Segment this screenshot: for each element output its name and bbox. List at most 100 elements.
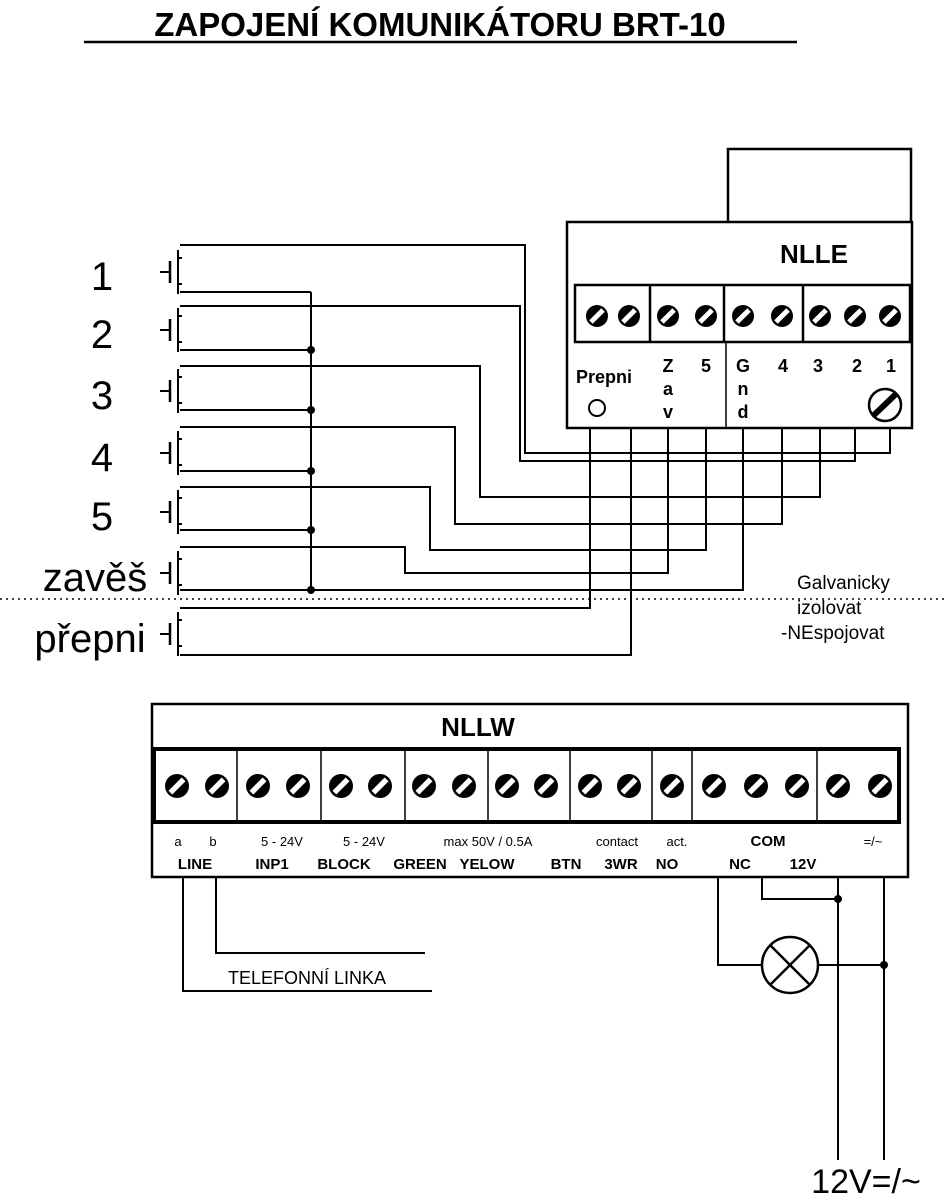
nllw-terminal-screw-icon — [578, 774, 602, 798]
wire-gnd — [311, 428, 744, 591]
galvanic-note-line3: -NEspojovat — [781, 623, 885, 644]
wire-button-4 — [180, 426, 783, 525]
phone-line-wires — [182, 877, 432, 992]
nllw-terminal-screw-icon — [452, 774, 476, 798]
push-button-4: 4 — [91, 431, 182, 480]
nlle-terminal-screw-icon — [657, 305, 679, 327]
nlle-label-n: n — [738, 379, 749, 399]
nlle-terminal-strip — [573, 283, 912, 344]
nlle-terminal-screw-icon — [844, 305, 866, 327]
supply-voltage-label: 12V=/~ — [811, 1163, 921, 1201]
push-buttons: 1 2 3 4 5 zavěš přepni — [34, 250, 182, 661]
diagram-title: ZAPOJENÍ KOMUNIKÁTORU BRT-10 — [154, 6, 725, 43]
push-button-5: 5 — [91, 490, 182, 539]
signal-wires — [180, 244, 891, 656]
wire-button-5 — [180, 428, 707, 551]
nllw-terminal-screw-icon — [744, 774, 768, 798]
nlle-terminal-screw-icon — [695, 305, 717, 327]
galvanic-note-line2: izolovat — [797, 598, 862, 619]
nlle-name: NLLE — [780, 239, 848, 269]
nllw-label-block: BLOCK — [317, 856, 370, 873]
nllw-label-12v: 12V — [790, 856, 817, 873]
nllw-top-com: COM — [751, 833, 786, 850]
nllw-terminal-screw-icon — [868, 774, 892, 798]
nllw-name: NLLW — [441, 712, 515, 742]
nlle-terminal-screw-icon — [879, 305, 901, 327]
nllw-label-inp1: INP1 — [255, 856, 288, 873]
prepni-led-icon — [588, 399, 606, 417]
button-label: 3 — [91, 374, 113, 418]
galvanic-note-line1: Galvanicky — [797, 573, 890, 594]
button-label: 1 — [91, 255, 113, 299]
button-label: zavěš — [43, 556, 148, 600]
nllw-terminal-screw-icon — [534, 774, 558, 798]
wire-button-3 — [180, 365, 821, 498]
nlle-label-g: G — [736, 356, 750, 376]
nllw-dividers — [236, 749, 818, 822]
supply-wires — [717, 877, 885, 1160]
push-button-icon — [160, 490, 182, 534]
nllw-top-act: act. — [667, 834, 688, 849]
wire-button-7 — [180, 428, 591, 609]
push-button-1: 1 — [91, 250, 182, 299]
nllw-terminal-screw-icon — [660, 774, 684, 798]
push-button-2: 2 — [91, 308, 182, 357]
phone-line-label: TELEFONNÍ LINKA — [228, 968, 386, 988]
nlle-label-a: a — [663, 379, 674, 399]
lamp-icon — [760, 935, 820, 995]
nllw-terminal-strip — [152, 747, 901, 824]
push-button-6: zavěš — [43, 551, 182, 600]
nllw-terminal-screw-icon — [205, 774, 229, 798]
nlle-label-5: 5 — [701, 356, 711, 376]
nlle-terminal-screw-icon — [618, 305, 640, 327]
nllw-terminal-screw-icon — [495, 774, 519, 798]
wire-button-6 — [180, 428, 669, 574]
nlle-screws — [586, 305, 901, 327]
nllw-label-line: LINE — [178, 856, 212, 873]
push-button-icon — [160, 551, 182, 595]
nlle-label-z: Z — [663, 356, 674, 376]
nllw-top-a: a — [174, 834, 182, 849]
nlle-label-prepni: Prepni — [576, 367, 632, 387]
nlle-label-4: 4 — [778, 356, 788, 376]
nllw-top-b: b — [209, 834, 216, 849]
nllw-top-contact: contact — [596, 834, 638, 849]
nllw-top-ac-dc: =/~ — [864, 834, 883, 849]
nllw-terminal-screw-icon — [785, 774, 809, 798]
push-button-7: přepni — [34, 612, 182, 661]
junction-dot-lamp — [880, 961, 888, 969]
nlle-terminal-screw-icon — [732, 305, 754, 327]
wire-button-2 — [180, 305, 856, 462]
nllw-top-block-voltage: 5 - 24V — [343, 834, 385, 849]
nllw-module — [150, 702, 910, 879]
nllw-terminal-screw-icon — [412, 774, 436, 798]
nllw-screws — [165, 774, 892, 798]
nlle-label-v: v — [663, 402, 673, 422]
push-button-icon — [160, 431, 182, 475]
nlle-label-1: 1 — [886, 356, 896, 376]
nllw-top-max-current: max 50V / 0.5A — [444, 834, 533, 849]
nllw-terminal-screw-icon — [617, 774, 641, 798]
nllw-label-3wr: 3WR — [604, 856, 638, 873]
nllw-top-inp1-voltage: 5 - 24V — [261, 834, 303, 849]
wire-button-1 — [180, 244, 891, 454]
nllw-label-green: GREEN — [393, 856, 446, 873]
button-label: 2 — [91, 313, 113, 357]
nlle-terminal-screw-icon — [771, 305, 793, 327]
push-button-3: 3 — [91, 369, 182, 418]
nllw-label-btn: BTN — [551, 856, 582, 873]
wire-prepni-return — [180, 428, 632, 656]
button-label: 4 — [91, 436, 113, 480]
nlle-terminal-screw-icon — [586, 305, 608, 327]
nllw-terminal-screw-icon — [368, 774, 392, 798]
push-button-icon — [160, 308, 182, 352]
nllw-label-yelow: YELOW — [460, 856, 516, 873]
junction-dot-12v — [834, 895, 842, 903]
nlle-label-d: d — [738, 402, 749, 422]
push-button-icon — [160, 250, 182, 294]
adjust-potentiometer-icon — [867, 387, 903, 423]
nllw-terminal-screw-icon — [165, 774, 189, 798]
nllw-terminal-screw-icon — [286, 774, 310, 798]
nllw-label-no: NO — [656, 856, 679, 873]
